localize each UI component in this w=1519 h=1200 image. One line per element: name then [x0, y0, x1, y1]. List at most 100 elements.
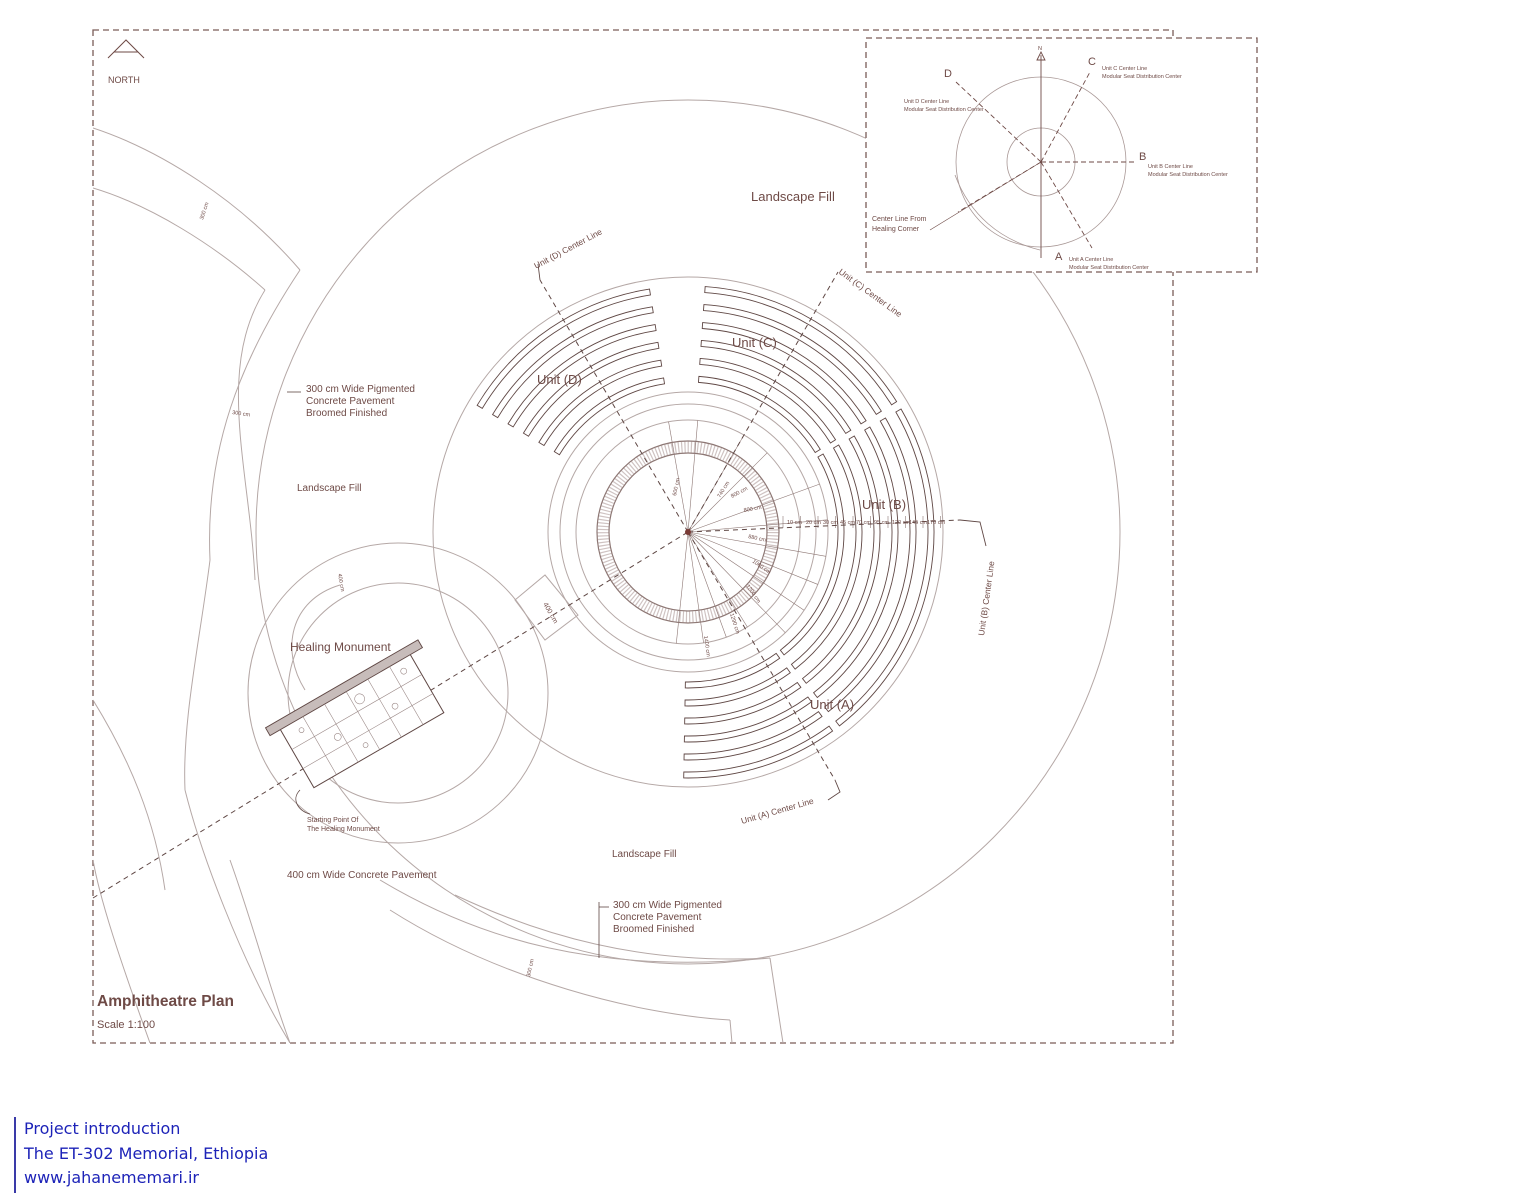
unit-c-seat-row [700, 339, 852, 435]
svg-text:Unit A Center Line: Unit A Center Line [1069, 257, 1113, 263]
radial-line [687, 531, 805, 611]
svg-text:880 cm: 880 cm [748, 534, 767, 544]
unit-b-seat-row [835, 408, 935, 727]
unit-a-seat-row [683, 725, 834, 779]
unit-b-seat-row [824, 417, 917, 713]
svg-text:Broomed Finished: Broomed Finished [306, 408, 387, 419]
radial-line [687, 420, 699, 533]
svg-text:1290 cm: 1290 cm [728, 613, 740, 635]
svg-text:Unit D Center Line: Unit D Center Line [904, 99, 949, 105]
svg-text:300 cm Wide Pigmented: 300 cm Wide Pigmented [613, 900, 722, 911]
svg-text:30 cm: 30 cm [823, 520, 838, 526]
unit-c-seat-row [699, 357, 837, 444]
svg-text:300 cm Wide Pigmented: 300 cm Wide Pigmented [306, 384, 415, 395]
inset-b: B [1139, 151, 1146, 163]
svg-text:Concrete Pavement: Concrete Pavement [613, 912, 702, 923]
healing-ring-inner [287, 582, 509, 804]
svg-text:20 cm: 20 cm [806, 520, 821, 526]
unit-a-seat-row [683, 696, 813, 743]
unit-d-center-label: Unit (D) Center Line [532, 226, 604, 270]
unit-a-seat-row [684, 667, 791, 707]
inset-c: C [1088, 56, 1096, 68]
inset-a: A [1055, 251, 1063, 263]
svg-text:Unit B Center Line: Unit B Center Line [1148, 164, 1193, 170]
unit-a-center-label: Unit (A) Center Line [740, 796, 815, 826]
stage-ring-inner [608, 452, 768, 612]
caption-line-1: Project introduction [24, 1119, 181, 1138]
svg-text:170 cm: 170 cm [927, 520, 945, 526]
unit-b-label: Unit (B) [862, 497, 906, 512]
healing-monument-label: Healing Monument [290, 640, 391, 654]
unit-c-seat-row [703, 304, 882, 415]
radial-line [687, 531, 818, 585]
unit-a-label: Unit (A) [810, 697, 854, 712]
unit-d-seat-row [507, 324, 657, 428]
landscape-circle [255, 99, 1121, 965]
dim-300-upper: 300 cm [199, 201, 210, 220]
unit-a-seat-row [683, 710, 823, 761]
svg-text:Broomed Finished: Broomed Finished [613, 924, 694, 935]
svg-text:800 cm: 800 cm [743, 505, 762, 514]
starting-point-label-2: The Healing Monument [307, 826, 380, 833]
unit-d-seat-row [491, 306, 654, 419]
center-point [685, 529, 691, 535]
drawing-title: Amphitheatre Plan [97, 993, 234, 1010]
svg-text:600 cm: 600 cm [672, 477, 682, 496]
unit-a-seat-row [684, 652, 781, 689]
drawing-scale: Scale 1:100 [97, 1019, 155, 1031]
healing-monument-slab [264, 639, 445, 789]
dim-300-left: 300 cm [232, 410, 251, 419]
pavement-left-upper [93, 127, 301, 291]
dim-300-bottom: 300 cm [526, 958, 536, 977]
radial-line [668, 421, 689, 533]
radial-line [687, 452, 768, 533]
stage-ring-outer [596, 440, 780, 624]
unit-c-seat-row [701, 322, 867, 425]
unit-b-seat-row [779, 453, 845, 656]
inset-d: D [944, 68, 952, 80]
dim-400-ring: 400 cm [336, 573, 345, 592]
unit-d-label: Unit (D) [537, 372, 582, 387]
svg-text:Healing Corner: Healing Corner [872, 226, 920, 233]
unit-c-center-label: Unit (C) Center Line [837, 267, 904, 320]
unit-b-seat-row [812, 426, 899, 699]
north-label: NORTH [108, 75, 140, 85]
unit-a-axis [687, 531, 836, 781]
unit-b-leader [959, 519, 987, 547]
starting-point-label-1: Starting Point Of [307, 817, 358, 824]
pavement-label-left: 300 cm Wide Pigmented Concrete Pavement … [287, 384, 415, 419]
connector-path [514, 574, 579, 641]
unit-c-seat-row [697, 375, 821, 454]
inset-n: N [1038, 46, 1042, 52]
amph-circle-1 [432, 276, 944, 788]
svg-text:120 cm: 120 cm [892, 520, 910, 526]
unit-b-axis [687, 519, 961, 533]
svg-text:Unit C Center Line: Unit C Center Line [1102, 66, 1147, 72]
north-arrow-icon [107, 39, 145, 59]
unit-d-leader [537, 263, 541, 281]
seating-rows [476, 286, 935, 779]
amph-circle-4 [575, 419, 801, 645]
inset-diagram: N A B C D Unit C Center Line Modular Sea… [865, 37, 1258, 273]
unit-d-seat-row [538, 359, 663, 447]
svg-text:145 cm: 145 cm [909, 520, 927, 526]
unit-b-seat-row [790, 444, 863, 670]
caption-line-3: www.jahanememari.ir [24, 1168, 200, 1187]
radial-line [687, 531, 704, 643]
landscape-fill-top: Landscape Fill [751, 189, 835, 204]
radial-line [687, 531, 826, 557]
unit-d-axis [539, 279, 689, 533]
radial-line [675, 531, 689, 644]
radial-line [687, 531, 786, 633]
healing-ring-outer [247, 542, 549, 844]
svg-text:Modular Seat Distribution Cent: Modular Seat Distribution Center [904, 107, 984, 113]
svg-text:Modular Seat Distribution Cent: Modular Seat Distribution Center [1148, 172, 1228, 178]
project-caption: Project introduction The ET-302 Memorial… [14, 1117, 334, 1193]
svg-text:Concrete Pavement: Concrete Pavement [306, 396, 395, 407]
amph-circle-3 [559, 403, 817, 661]
svg-text:70 cm: 70 cm [856, 520, 871, 526]
radial-line [687, 519, 828, 533]
landscape-fill-left: Landscape Fill [297, 483, 361, 494]
unit-c-seat-row [704, 286, 898, 406]
